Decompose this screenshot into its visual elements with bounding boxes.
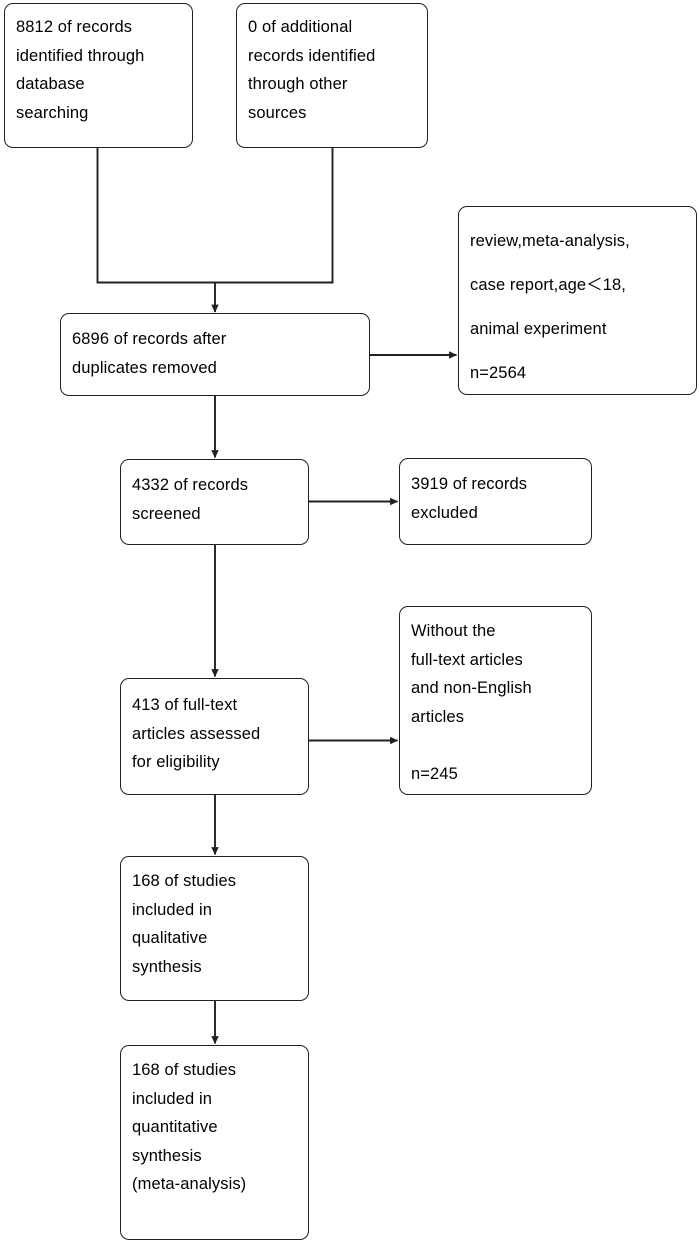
node-line-count: n=245 [411, 764, 458, 783]
node-line: duplicates removed [72, 358, 217, 377]
node-line-spacer [411, 731, 581, 760]
node-line: 168 of studies [132, 872, 237, 890]
node-records-identified-database: 8812 of records identified through datab… [4, 3, 193, 148]
node-line: and non-English [411, 679, 532, 697]
node-line: case report,age＜18, [470, 276, 626, 294]
node-records-identified-other-sources: 0 of additional records identified throu… [236, 3, 428, 148]
node-line: included in [132, 1089, 212, 1108]
node-line: full-text articles [411, 650, 523, 669]
node-line: synthesis [132, 957, 202, 976]
node-line: 4332 of records [132, 476, 249, 494]
node-line: review,meta-analysis, [470, 232, 630, 250]
node-line-count: n=2564 [470, 364, 527, 382]
node-line: searching [16, 103, 89, 122]
node-line: records identified [248, 46, 376, 65]
node-line: articles assessed [132, 724, 261, 743]
node-studies-qualitative-synthesis: 168 of studies included in qualitative s… [120, 856, 309, 1001]
node-line: database [16, 75, 85, 93]
node-exclusion-reasons-type: review,meta-analysis, case report,age＜18… [458, 206, 697, 395]
node-line: included in [132, 900, 212, 919]
node-line: 168 of studies [132, 1061, 237, 1079]
node-line: 0 of additional [248, 18, 353, 36]
node-fulltext-assessed-eligibility: 413 of full-text articles assessed for e… [120, 678, 309, 795]
node-exclusion-reasons-fulltext: Without the full-text articles and non-E… [399, 606, 592, 795]
node-line: excluded [411, 503, 478, 522]
node-line: Without the [411, 622, 496, 640]
node-line: synthesis [132, 1146, 202, 1165]
node-line: 8812 of records [16, 18, 133, 36]
node-line: 3919 of records [411, 475, 528, 493]
node-line: animal experiment [470, 320, 607, 338]
node-line: qualitative [132, 929, 208, 947]
node-records-after-duplicates-removed: 6896 of records after duplicates removed [60, 313, 370, 396]
node-line: articles [411, 707, 465, 726]
node-line: screened [132, 504, 201, 523]
node-records-screened: 4332 of records screened [120, 459, 309, 545]
node-line: 413 of full-text [132, 696, 238, 714]
node-line: for eligibility [132, 753, 220, 771]
node-records-excluded: 3919 of records excluded [399, 458, 592, 545]
node-line: quantitative [132, 1118, 218, 1136]
node-line: identified through [16, 46, 145, 65]
node-line: sources [248, 103, 307, 122]
node-line: (meta-analysis) [132, 1175, 247, 1193]
node-line: through other [248, 75, 348, 93]
node-line: 6896 of records after [72, 330, 227, 348]
node-studies-quantitative-synthesis: 168 of studies included in quantitative … [120, 1045, 309, 1240]
